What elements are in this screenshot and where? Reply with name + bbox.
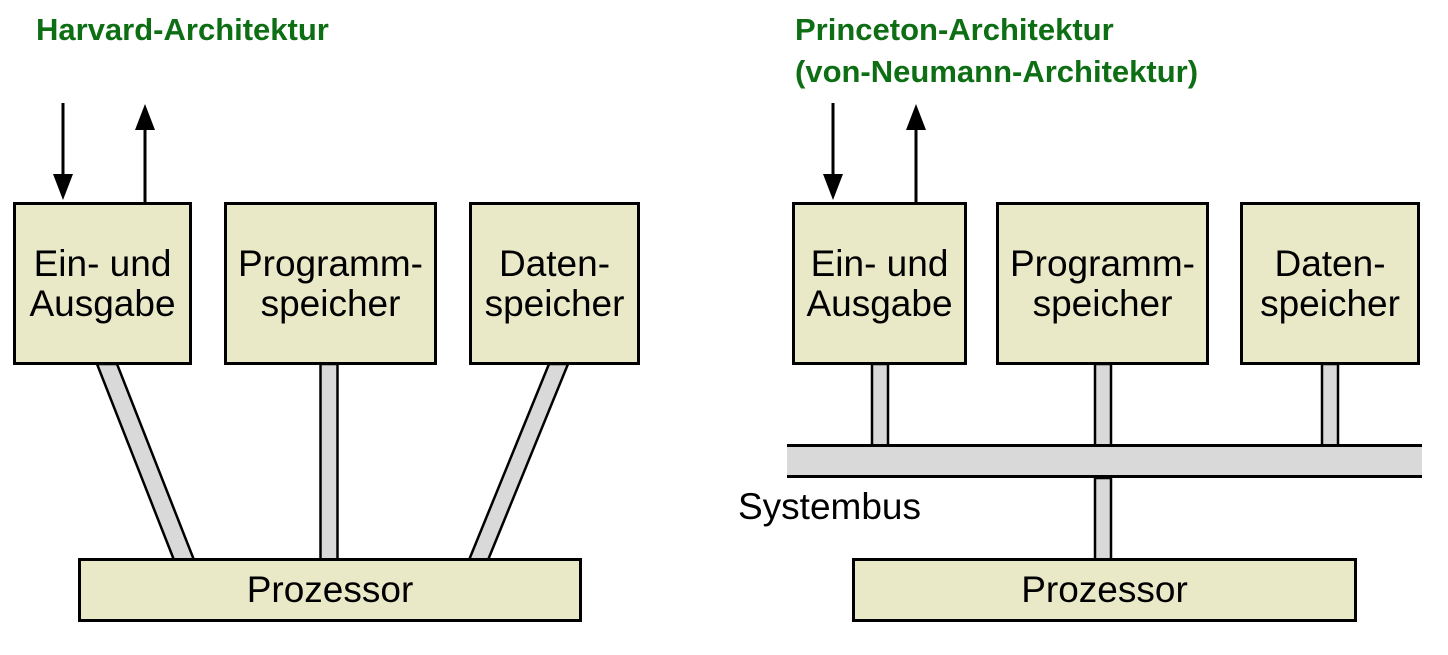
harvard-title: Harvard-Architektur [36,12,329,47]
princeton-output-arrow-icon [906,104,926,202]
harvard-output-arrow-icon [135,104,155,202]
system-bus-bar [787,446,1422,476]
harvard-io-box-label-line1: Ein- und [33,242,172,284]
princeton-io-box: Ein- und Ausgabe [792,202,967,365]
princeton-input-arrow-icon [823,103,843,200]
harvard-processor-box: Prozessor [78,558,582,622]
harvard-data-memory-label-line2: speicher [484,282,625,324]
harvard-input-arrow-icon [53,103,73,200]
princeton-io-to-bus-connector [870,362,890,448]
princeton-processor-label: Prozessor [1021,569,1188,611]
princeton-program-to-bus-connector [1093,362,1113,448]
harvard-program-memory-box: Programm- speicher [224,202,437,365]
princeton-program-memory-box: Programm- speicher [996,202,1209,365]
harvard-data-memory-box: Daten- speicher [469,202,640,365]
princeton-processor-box: Prozessor [852,558,1357,622]
princeton-bus-to-processor-connector [1093,476,1113,562]
harvard-io-box: Ein- und Ausgabe [13,202,192,365]
princeton-title: Princeton-Architektur (von-Neumann-Archi… [795,9,1198,93]
princeton-program-memory-label-line1: Programm- [1009,242,1196,284]
harvard-io-to-processor-bus [95,362,196,562]
princeton-data-memory-label-line2: speicher [1260,282,1400,324]
harvard-data-memory-label-line1: Daten- [498,242,611,284]
princeton-io-box-label-line1: Ein- und [810,242,949,284]
harvard-processor-label: Prozessor [246,569,414,611]
princeton-program-memory-label-line2: speicher [1032,282,1173,324]
princeton-title-line1: Princeton-Architektur [795,12,1114,47]
system-bus-label: Systembus [738,486,922,527]
princeton-title-line2: (von-Neumann-Architektur) [795,54,1199,89]
harvard-io-box-label-line2: Ausgabe [29,282,176,324]
harvard-program-memory-label-line1: Programm- [237,242,424,284]
harvard-data-to-processor-bus [467,362,570,562]
harvard-program-memory-label-line2: speicher [260,282,401,324]
princeton-data-memory-box: Daten- speicher [1240,202,1420,365]
princeton-data-memory-label-line1: Daten- [1274,242,1386,284]
princeton-data-to-bus-connector [1320,362,1340,448]
princeton-io-box-label-line2: Ausgabe [806,282,953,324]
harvard-program-to-processor-bus [319,362,339,562]
